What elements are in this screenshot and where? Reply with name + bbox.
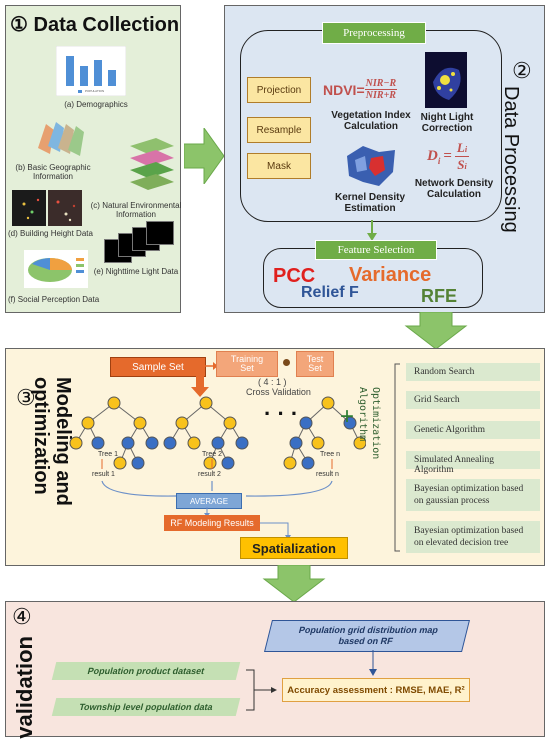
chart-legend: POPULATION bbox=[85, 89, 105, 93]
result-1-label: result 1 bbox=[92, 471, 115, 478]
tree-2-label: Tree 2 bbox=[202, 451, 222, 458]
result-2-label: result 2 bbox=[198, 471, 221, 478]
nighttime-layer-4 bbox=[146, 221, 174, 245]
section1-number: ① bbox=[10, 14, 28, 36]
demographics-chart-icon bbox=[56, 46, 126, 96]
resample-button: Resample bbox=[247, 117, 311, 143]
mask-button: Mask bbox=[247, 153, 311, 179]
pcc-label: PCC bbox=[273, 265, 316, 287]
variance-label: Variance bbox=[349, 264, 432, 286]
section2-number: ② bbox=[512, 58, 532, 83]
cross-validation-label: Cross Validation bbox=[246, 387, 311, 397]
validation-panel: ④ validation Population grid distributio… bbox=[5, 601, 545, 739]
grid-map-box: Population grid distribution map based o… bbox=[264, 620, 470, 652]
night-light-label: Night Light Correction bbox=[420, 112, 474, 134]
sample-to-training-arrow bbox=[204, 362, 218, 370]
result-n-label: result n bbox=[316, 471, 339, 478]
ndvi-label: NDVI= bbox=[323, 81, 365, 98]
density-num-sub: i bbox=[464, 145, 468, 154]
data-processing-panel: ② Data Processing Preprocessing Projecti… bbox=[224, 5, 545, 313]
ellipsis-dots: · · · bbox=[264, 401, 299, 426]
algo-simulated-annealing: Simulated Annealing Algorithm bbox=[406, 451, 540, 475]
rfe-label: RFE bbox=[421, 286, 457, 306]
validation-bracket bbox=[246, 669, 277, 711]
relief-label: Relief F bbox=[301, 284, 359, 301]
flow-arrow-down-1 bbox=[404, 312, 468, 350]
basic-geo-label: (b) Basic Geographic Information bbox=[15, 163, 91, 181]
average-box: AVERAGE bbox=[176, 493, 242, 509]
flow-arrow-right bbox=[184, 128, 225, 184]
section4-title: validation bbox=[12, 636, 37, 739]
natural-env-label: (c) Natural Environmental Information bbox=[90, 201, 182, 219]
feature-selection-header: Feature Selection bbox=[315, 240, 437, 260]
algo-bayesian-tree: Bayesian optimization based on elevated … bbox=[406, 521, 540, 553]
section4-number: ④ bbox=[12, 604, 32, 629]
feature-arrow bbox=[367, 220, 377, 241]
random-forest-trees bbox=[69, 396, 366, 470]
sample-to-trees-arrow bbox=[191, 375, 209, 397]
density-numerator: Li bbox=[454, 140, 470, 157]
section1-title: Data Collection bbox=[33, 14, 180, 36]
township-box: Township level population data bbox=[51, 698, 241, 716]
geographic-map-icon bbox=[38, 122, 84, 156]
kernel-density-map bbox=[347, 146, 395, 186]
density-num-var: L bbox=[456, 140, 465, 155]
density-lhs: D bbox=[427, 148, 438, 164]
nighttime-label: (e) Nighttime Light Data bbox=[93, 267, 179, 276]
social-perception-label: (f) Social Perception Data bbox=[8, 295, 100, 304]
density-denominator: Si bbox=[457, 157, 466, 173]
grid-to-accuracy-arrow bbox=[369, 650, 377, 676]
social-perception-pie-icon bbox=[24, 250, 88, 288]
section1-header: ① Data Collection bbox=[10, 12, 179, 37]
optimization-algorithm-label: Optimization Algorithm bbox=[357, 387, 381, 460]
density-den-var: S bbox=[457, 157, 465, 172]
ndvi-fraction: NIR−R NIR+R bbox=[364, 78, 398, 101]
kernel-density-label: Kernel Density Estimation bbox=[334, 192, 406, 214]
results-to-average-arrows bbox=[101, 459, 333, 497]
data-collection-panel: ① Data Collection POPULATION (a) Demogra… bbox=[5, 5, 181, 313]
demographics-label: (a) Demographics bbox=[64, 100, 128, 109]
training-set-box: Training Set bbox=[216, 351, 278, 377]
density-equals: = bbox=[443, 148, 452, 164]
section3-title: Modeling and optimization bbox=[30, 377, 74, 506]
environment-layers-icon bbox=[130, 138, 174, 190]
section2-title: Data Processing bbox=[500, 86, 522, 233]
rf-results-box: RF Modeling Results bbox=[164, 515, 260, 531]
building-height-label: (d) Building Height Data bbox=[8, 229, 93, 238]
product-dataset-box: Population product dataset bbox=[51, 662, 241, 680]
vegetation-label: Vegetation Index Calculation bbox=[331, 110, 411, 132]
plus-sign: + bbox=[340, 403, 355, 430]
modeling-panel: ③ Modeling and optimization Sample Set T… bbox=[5, 348, 545, 566]
section3-number: ③ bbox=[16, 385, 36, 410]
algo-bayesian-gaussian: Bayesian optimization based on gaussian … bbox=[406, 479, 540, 511]
building-height-map-2 bbox=[48, 190, 82, 226]
ndvi-formula: NDVI= NIR−R NIR+R bbox=[323, 78, 398, 101]
preprocessing-header: Preprocessing bbox=[322, 22, 426, 44]
ndvi-denominator: NIR+R bbox=[365, 90, 396, 101]
building-height-dots bbox=[22, 198, 76, 222]
algo-grid-search: Grid Search bbox=[406, 391, 540, 409]
accuracy-box: Accuracy assessment : RMSE, MAE, R² bbox=[282, 678, 470, 702]
density-fraction: Li Si bbox=[454, 140, 470, 173]
ratio-label: ( 4 : 1 ) bbox=[258, 377, 287, 387]
night-light-map bbox=[425, 52, 467, 108]
density-den-sub: i bbox=[464, 162, 467, 171]
sample-set-box: Sample Set bbox=[110, 357, 206, 377]
network-density-label: Network Density Calculation bbox=[414, 178, 494, 200]
building-height-map bbox=[12, 190, 46, 226]
test-set-box: Test Set bbox=[296, 351, 334, 377]
tree-n-label: Tree n bbox=[320, 451, 340, 458]
projection-button: Projection bbox=[247, 77, 311, 103]
flow-arrow-down-2 bbox=[262, 565, 326, 603]
algo-genetic: Genetic Algorithm bbox=[406, 421, 540, 439]
tree-1-label: Tree 1 bbox=[98, 451, 118, 458]
density-sub: i bbox=[437, 155, 441, 166]
algorithm-bracket bbox=[394, 363, 400, 552]
algo-random-search: Random Search bbox=[406, 363, 540, 381]
split-dot-icon bbox=[283, 359, 290, 366]
ndvi-numerator: NIR−R bbox=[364, 78, 398, 90]
spatialization-box: Spatialization bbox=[240, 537, 348, 559]
